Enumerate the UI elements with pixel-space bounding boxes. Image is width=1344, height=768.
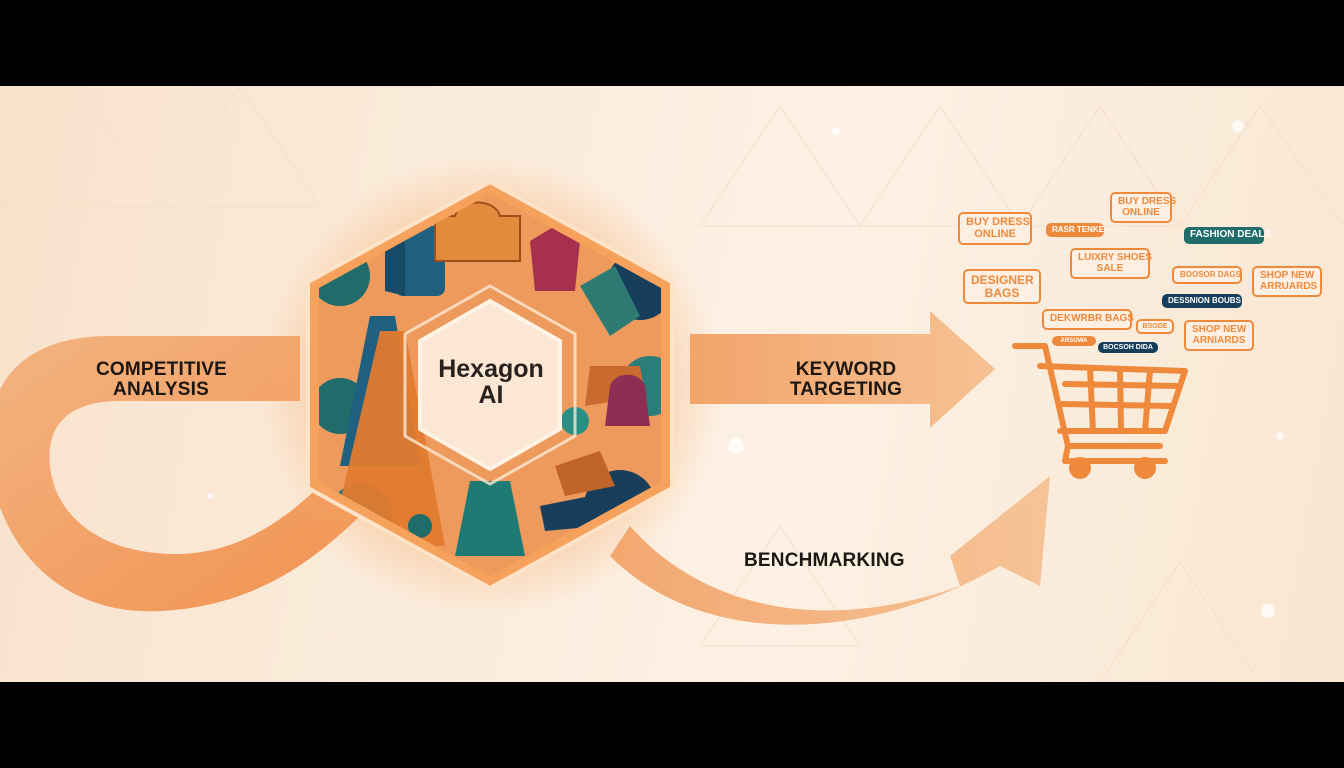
sneaker-icon <box>540 496 600 531</box>
shirt-icon <box>530 226 580 291</box>
hexagon-title-line2: AI <box>478 381 504 410</box>
competitive-analysis-label: COMPETITIVE ANALYSIS <box>96 359 227 400</box>
keyword-targeting-arrow <box>690 311 995 428</box>
keyword-tag-buy-dress-left: BUY DRESS ONLINE <box>958 212 1032 246</box>
keyword-tag-shop-new-top: SHOP NEW ARRUARDS <box>1252 266 1322 297</box>
jacket-icon <box>395 226 445 296</box>
keyword-tag-bsode: BSODE <box>1136 319 1174 335</box>
benchmarking-arrow <box>610 476 1050 625</box>
tag-text: SHOP NEW <box>1260 270 1315 281</box>
keyword-targeting-label: KEYWORD TARGETING <box>789 359 903 400</box>
benchmarking-label: BENCHMARKING <box>744 550 905 571</box>
center-hexagon <box>418 298 562 472</box>
keyword-tag-buy-dress-top: BUY DRESS ONLINE <box>1110 192 1177 223</box>
coat-icon <box>455 481 525 556</box>
keyword-tag-shop-new-bottom: SHOP NEW ARNIARDS <box>1184 320 1254 351</box>
tag-text: DESIGNER <box>971 273 1034 287</box>
tag-text: SALE <box>1096 262 1124 274</box>
keyword-tag-rasr-tenke: RASR TENKE <box>1046 223 1104 238</box>
tag-text: BUY DRESS <box>966 216 1030 228</box>
handbag-icon-purple <box>605 374 650 426</box>
keyword-tag-dekwrbr-bags: DEKWRBR BAGS <box>1042 309 1134 330</box>
keyword-tag-designer-bags: DESIGNER BAGS <box>963 269 1041 305</box>
tag-text: LUIXRY SHOES <box>1078 252 1152 263</box>
tag-text: SHOP NEW <box>1192 324 1247 335</box>
diagram-artwork <box>0 86 1344 682</box>
tag-text: BUY DRESS <box>1118 196 1177 207</box>
tag-text: ARNIARDS <box>1192 334 1246 346</box>
keyword-tag-boosor-dags: BOOSOR DAGS <box>1172 266 1242 285</box>
tag-text: ONLINE <box>974 227 1016 240</box>
keyword-tag-cart-small-1: ARSOWA <box>1052 336 1096 347</box>
tag-text: ARRUARDS <box>1260 280 1318 292</box>
shopping-cart-icon <box>1012 343 1188 479</box>
diagram-panel: COMPETITIVE ANALYSIS Hexagon AI KEYWORD … <box>0 86 1344 682</box>
keyword-tag-fashion-deals: FASHION DEALS <box>1184 227 1271 244</box>
sparkles <box>207 120 1284 618</box>
hexagon-title-line1: Hexagon <box>438 355 544 383</box>
competitive-label-line1: COMPETITIVE <box>96 359 227 380</box>
keyword-tag-luxury-shoes: LUIXRY SHOES SALE <box>1070 248 1152 279</box>
keyword-tag-dessnion-bags: DESSNION BOUBS <box>1162 294 1242 309</box>
tag-text: BAGS <box>984 285 1020 300</box>
keyword-tag-cart-small-2: BOCSOH DIDA <box>1098 342 1158 354</box>
tag-text: ONLINE <box>1122 206 1160 218</box>
background-pattern <box>0 86 1344 682</box>
hexagon-ai-title: Hexagon AI <box>396 356 586 409</box>
competitive-analysis-ribbon <box>0 336 370 612</box>
competitive-label-line2: ANALYSIS <box>113 378 209 400</box>
